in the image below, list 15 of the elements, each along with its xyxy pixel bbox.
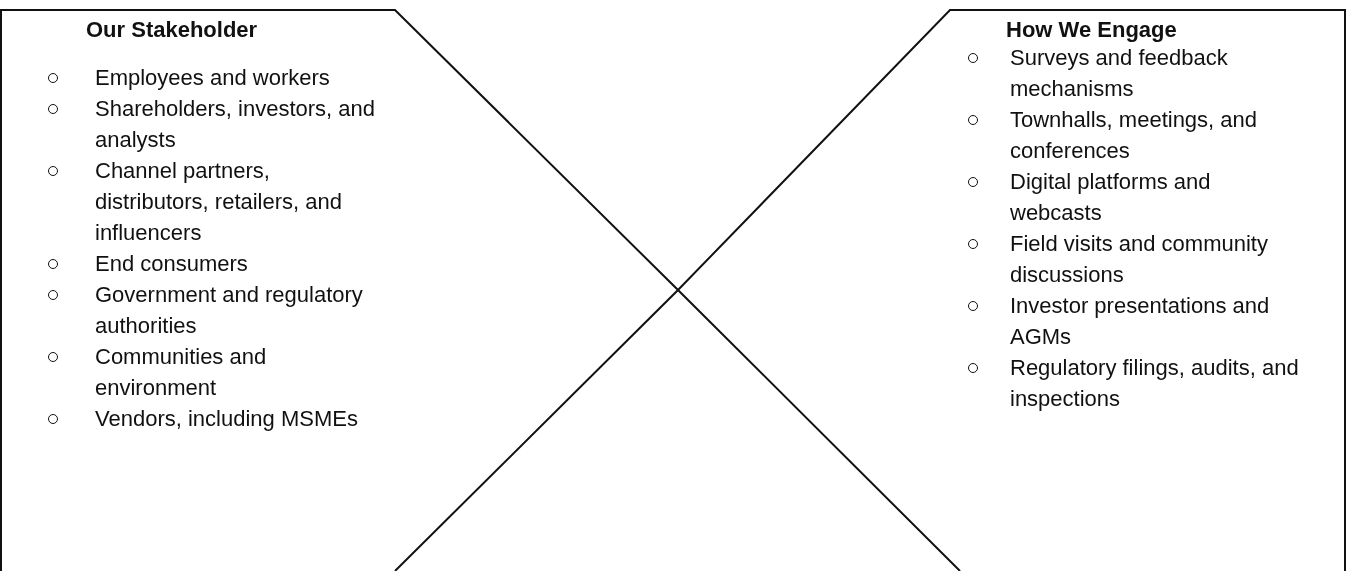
panel-heading: Our Stakeholder [86, 18, 258, 42]
list-item: Surveys and feedback mechanisms [1010, 45, 1228, 101]
list-item: Communities and environment [95, 344, 267, 400]
list-item: Field visits and community discussions [1010, 231, 1268, 287]
list-item: Townhalls, meetings, and conferences [1010, 107, 1258, 163]
panel-heading: How We Engage [1006, 18, 1177, 42]
list-item: Vendors, including MSMEs [95, 406, 358, 431]
list-item: Regulatory filings, audits, and inspections [1010, 355, 1299, 411]
list-item: Investor presentations and AGMs [1010, 293, 1270, 349]
list-item: Shareholders, investors, and analysts [95, 96, 376, 152]
list-item: Channel partners, distributors, retailers, and influencers [95, 158, 342, 245]
list-item: Digital platforms and webcasts [1010, 169, 1211, 225]
list-item: Government and regulatory authorities [95, 282, 363, 338]
list-item: Employees and workers [95, 65, 330, 90]
list-item: End consumers [95, 251, 248, 276]
